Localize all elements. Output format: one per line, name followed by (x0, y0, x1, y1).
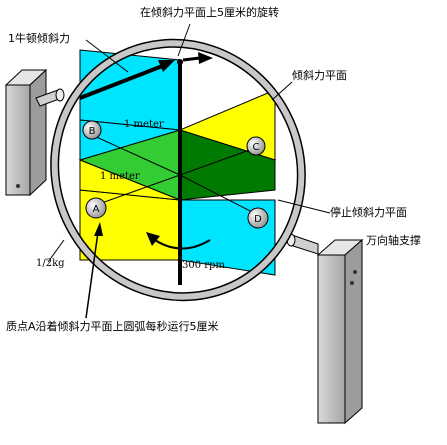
rpm-rotation-arrow (146, 232, 211, 250)
yellow-plane-middle (79, 159, 181, 201)
gimbal-support-label: 万向轴支撑 (366, 233, 421, 247)
guide-line-a (95, 174, 181, 206)
svg-text:D: D (254, 214, 262, 225)
left-gimbal-support (4, 68, 65, 197)
right-gimbal-support (286, 233, 364, 425)
meter-lower-label: 1 meter (100, 171, 140, 182)
mass-point-b: B (82, 120, 102, 140)
force-plane-label: 倾斜力平面 (292, 69, 347, 82)
force-plane-middle (79, 119, 181, 161)
one-newton-label: 1牛顿倾斜力 (8, 31, 70, 45)
rotation-arrow-top (182, 52, 213, 64)
leader-title (177, 23, 191, 57)
half-kg-label: 1/2kg (36, 258, 65, 269)
svg-text:A: A (93, 204, 100, 215)
title-top-label: 在倾斜力平面上5厘米的旋转 (140, 5, 279, 19)
gimbal-ring (50, 38, 306, 302)
guide-line-d (179, 174, 259, 216)
mass-point-c: C (246, 136, 266, 156)
stopped-plane-label: 停止倾斜力平面 (330, 205, 407, 219)
leader-mass (47, 239, 65, 263)
axis-top-point (177, 59, 183, 65)
caption-pointer-arrow (85, 222, 103, 319)
mass-point-d: D (247, 207, 269, 229)
rpm-label: 300 rpm (182, 260, 225, 271)
leader-force-plane (271, 81, 293, 101)
meter-upper-label: 1 meter (124, 119, 164, 130)
bottom-caption: 质点A沿着倾斜力平面上圆弧每秒运行5厘米 (6, 319, 219, 333)
mass-point-a: A (85, 197, 107, 219)
svg-text:C: C (253, 142, 260, 153)
leader-stopped-plane (277, 199, 331, 214)
leader-force (85, 39, 129, 73)
svg-text:B: B (89, 126, 96, 137)
force-arrow (79, 63, 166, 100)
guide-line-b (91, 134, 181, 176)
guide-line-c (179, 147, 256, 176)
